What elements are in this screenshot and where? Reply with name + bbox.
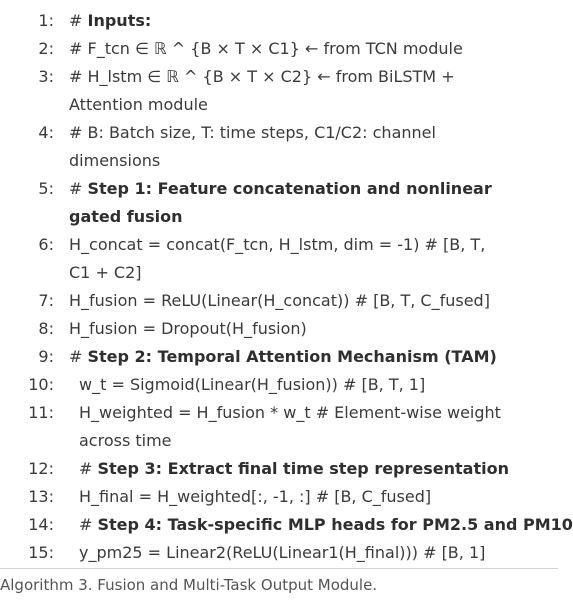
- line-number: 7:: [38, 291, 54, 310]
- line-number: 5:: [38, 179, 54, 198]
- line-number: 8:: [38, 319, 54, 338]
- algorithm-caption: Algorithm 3. Fusion and Multi-Task Outpu…: [0, 576, 378, 594]
- section-heading: Inputs:: [87, 11, 152, 30]
- line-number: 13:: [28, 487, 54, 506]
- line-number: 12:: [28, 459, 54, 478]
- section-heading: Step 4: Task-specific MLP heads for PM2.…: [97, 515, 573, 534]
- line-number: 9:: [38, 347, 54, 366]
- line-number: 6:: [38, 235, 54, 254]
- line-number: 10:: [28, 375, 54, 394]
- section-heading: Step 3: Extract final time step represen…: [97, 459, 509, 478]
- algorithm-code-block: 1: # Inputs: 2: # F_tcn ∈ ℝ ^ {B × T × C…: [0, 11, 573, 569]
- line-number: 2:: [38, 39, 54, 58]
- line-number: 14:: [28, 515, 54, 534]
- section-heading-continued: gated fusion: [69, 207, 183, 226]
- section-heading: Step 2: Temporal Attention Mechanism (TA…: [87, 347, 497, 366]
- line-number: 4:: [38, 123, 54, 142]
- line-number: 11:: [28, 403, 54, 422]
- line-number: 1:: [38, 11, 54, 30]
- line-number: 3:: [38, 67, 54, 86]
- line-number: 15:: [28, 543, 54, 562]
- section-heading: Step 1: Feature concatenation and nonlin…: [87, 179, 492, 198]
